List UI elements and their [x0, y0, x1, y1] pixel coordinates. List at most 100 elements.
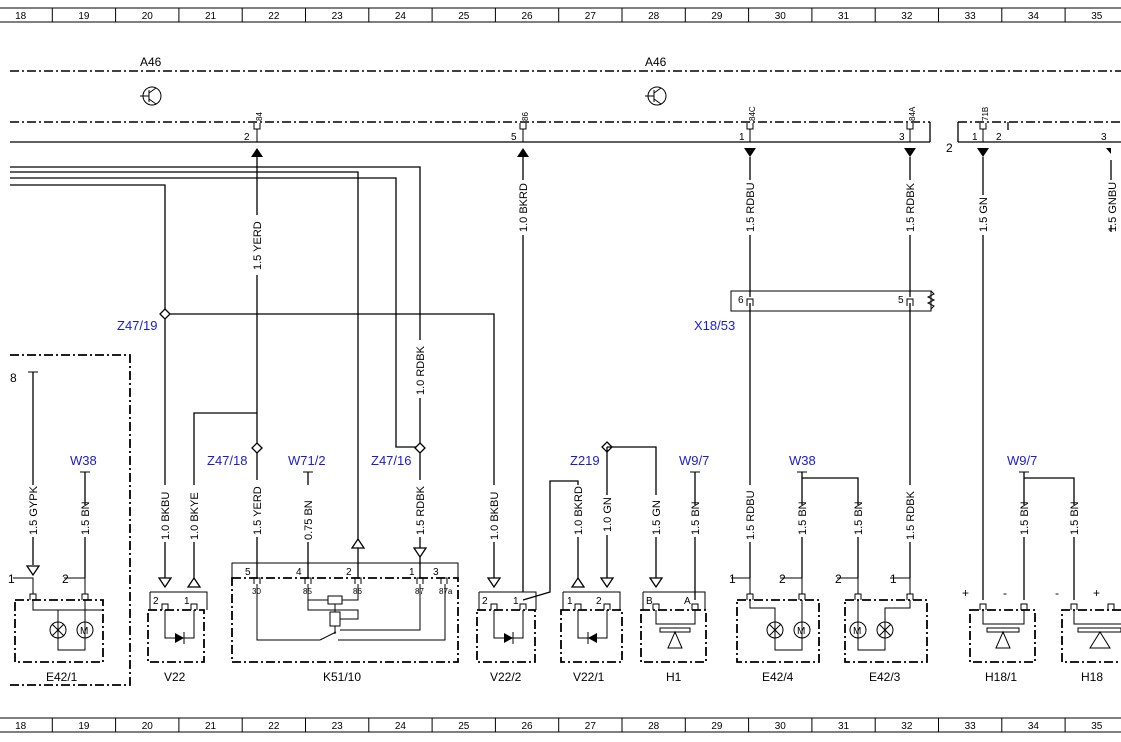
- pin-number: 2: [62, 572, 69, 586]
- ground-w712: W71/2: [288, 453, 326, 468]
- grid-column-number: 25: [458, 11, 470, 22]
- ground-stubs: [28, 371, 1075, 601]
- grid-column-number: 24: [395, 721, 407, 732]
- pin-number: 2: [346, 567, 352, 578]
- grid-column-number: 28: [648, 11, 660, 22]
- motor-icon: M: [853, 626, 861, 637]
- pin-number: 5: [898, 295, 904, 306]
- wire-label: 1.5 RDBU: [745, 182, 757, 232]
- grid-column-number: 20: [142, 721, 154, 732]
- grid-column-number: 23: [332, 721, 344, 732]
- grid-column-number: 26: [521, 11, 533, 22]
- ground-w38: W38: [789, 453, 816, 468]
- grid-column-number: 18: [15, 11, 27, 22]
- pin-label: -: [1055, 586, 1059, 600]
- wire-label: 1.5 BN: [797, 501, 809, 535]
- pin-number: 1: [409, 567, 415, 578]
- pin-number: 1: [729, 572, 736, 586]
- grid-column-number: 31: [838, 11, 850, 22]
- component-label: V22/1: [573, 670, 605, 684]
- pin-number: 2: [946, 141, 953, 155]
- grid-column-number: 31: [838, 721, 850, 732]
- pin-number: 2: [835, 572, 842, 586]
- wire-harness: [10, 157, 1112, 600]
- grid-column-number: 23: [332, 11, 344, 22]
- pin-number: 2: [153, 596, 159, 607]
- pin-number: 2: [596, 596, 602, 607]
- wire-label: 1.0 GN: [602, 497, 614, 532]
- wire-label: 1.5 GN: [651, 500, 663, 535]
- splice-points: [159, 308, 613, 454]
- wire-label: 1.5 BN: [1019, 501, 1031, 535]
- component-label: E42/1: [46, 670, 78, 684]
- grid-column-number: 27: [585, 721, 597, 732]
- wire-label: 1.5 BN: [853, 501, 865, 535]
- component-e424: M 1 2 E42/4: [729, 572, 820, 684]
- pin-number: 3: [433, 567, 439, 578]
- pin-number: 1: [567, 596, 573, 607]
- grid-column-number: 29: [711, 721, 723, 732]
- pin-number: 1: [8, 572, 15, 586]
- pin-label: 87a: [439, 587, 453, 596]
- wire-label: 1.5 YERD: [252, 221, 264, 270]
- wire-labels-front: 1.5 YERD 1.0 BKRD 1.5 RDBU 1.5 RDBK 1.5 …: [28, 182, 1119, 540]
- wire-label: 1.5 RDBK: [415, 485, 427, 535]
- grid-column-number: 24: [395, 11, 407, 22]
- wire-label: 1.5 RDBK: [905, 490, 917, 540]
- grid-column-number: 22: [268, 11, 280, 22]
- wire-label: 1.0 BKRD: [573, 486, 585, 535]
- pin-label: 84: [255, 112, 264, 121]
- component-v22: 2 1 V22: [147, 591, 208, 684]
- pin-number: 2: [244, 132, 250, 143]
- module-label-right: A46: [645, 55, 667, 69]
- wire-label: 1.0 RDBK: [415, 345, 427, 395]
- grid-column-number: 33: [965, 721, 977, 732]
- module-connector-pins: 84 86 84C 84A 71B 2 5 1 3 1 2 3 2: [244, 106, 1107, 155]
- module-label-left: A46: [140, 55, 162, 69]
- ground-w97: W9/7: [679, 453, 709, 468]
- component-label: V22/2: [490, 670, 522, 684]
- pin-label: +: [1093, 586, 1100, 600]
- wire-label: 1.5 YERD: [252, 486, 264, 535]
- grid-column-number: 34: [1028, 721, 1040, 732]
- grid-column-number: 27: [585, 11, 597, 22]
- grid-column-number: 28: [648, 721, 660, 732]
- pin-number: 2: [482, 596, 488, 607]
- wire-label: 1.5 BN: [690, 501, 702, 535]
- grid-column-number: 35: [1091, 11, 1103, 22]
- grid-column-number: 32: [901, 11, 913, 22]
- wire-label: 1.5 BN: [1069, 501, 1081, 535]
- pin-number: 5: [245, 567, 251, 578]
- component-label: V22: [164, 670, 186, 684]
- grid-column-number: 29: [711, 11, 723, 22]
- wire-labels: 1.5 YERD 1.0 BKRD 1.5 RDBU 1.5 RDBK 1.5 …: [28, 182, 1119, 540]
- motor-icon: M: [80, 626, 88, 637]
- grid-column-number: 25: [458, 721, 470, 732]
- component-label: K51/10: [323, 670, 361, 684]
- component-v222: 2 1 V22/2: [476, 591, 537, 684]
- pin-label: 86: [521, 112, 530, 121]
- pin-number: 1: [739, 132, 745, 143]
- ground-w97: W9/7: [1007, 453, 1037, 468]
- grid-column-number: 19: [78, 721, 90, 732]
- wire-label: 1.0 BKRD: [518, 183, 530, 232]
- wire-label: 1.5 GN: [978, 197, 990, 232]
- splice-z4716: Z47/16: [371, 453, 411, 468]
- grid-column-number: 30: [775, 11, 787, 22]
- motor-icon: M: [797, 626, 805, 637]
- pin-label: B: [646, 596, 653, 607]
- pin-number: 1: [513, 596, 519, 607]
- grid-column-number: 18: [15, 721, 27, 732]
- reference-labels: Z47/19 Z47/18 W71/2 Z47/16 Z219 W9/7 W38…: [70, 318, 1037, 468]
- component-e423: M 2 1 E42/3: [835, 572, 928, 684]
- grid-column-number: 33: [965, 11, 977, 22]
- pin-number: 1: [890, 572, 897, 586]
- grid-column-number: 32: [901, 721, 913, 732]
- pin-label: 84C: [748, 106, 757, 121]
- signal-arrows: [251, 148, 1111, 157]
- grid-column-number: 21: [205, 721, 217, 732]
- wire-label: 1.0 BKBU: [489, 492, 501, 540]
- wire-label: 1.5 GYPK: [28, 485, 40, 535]
